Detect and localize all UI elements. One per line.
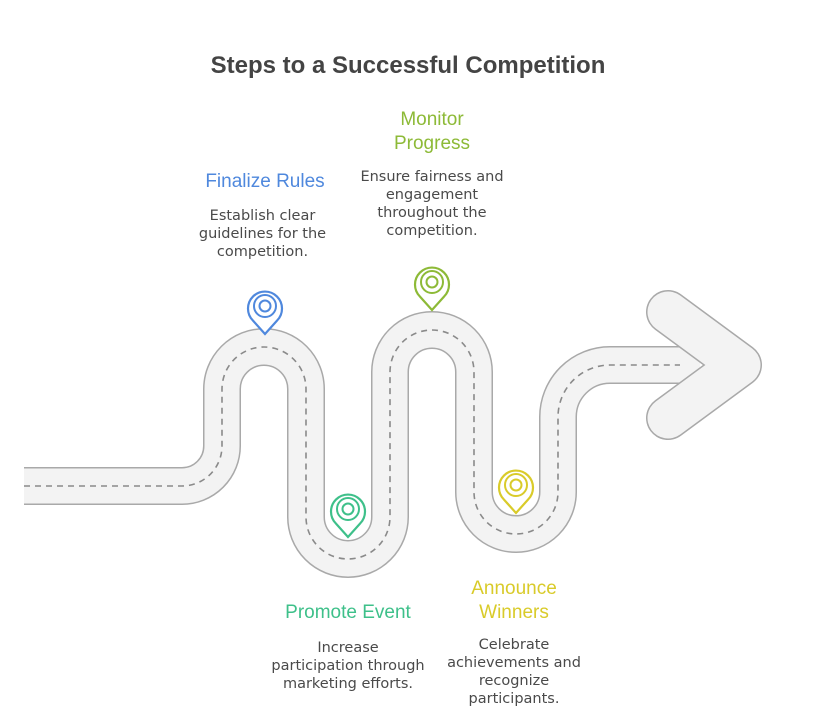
- location-pin-icon: [329, 493, 367, 539]
- step-description-finalize-rules: Establish clear guidelines for the compe…: [198, 208, 327, 260]
- step-title-finalize-rules: Finalize Rules: [205, 171, 325, 192]
- location-pin-icon: [246, 290, 284, 336]
- arrow-head-surface: [647, 291, 761, 439]
- location-pin-icon: [413, 266, 451, 312]
- step-title-announce-winners: Announce Winners: [471, 578, 557, 623]
- road-surface: [24, 312, 700, 577]
- road-lane-dashes: [24, 329, 680, 560]
- step-description-monitor-progress: Ensure fairness and engagement throughou…: [360, 169, 504, 239]
- location-pin-icon: [497, 469, 535, 515]
- step-title-monitor-progress: Monitor Progress: [393, 109, 471, 154]
- step-description-announce-winners: Celebrate achievements and recognize par…: [447, 637, 581, 707]
- step-title-promote-event: Promote Event: [285, 602, 411, 623]
- road: [24, 290, 762, 578]
- step-description-promote-event: Increase participation through marketing…: [271, 640, 425, 692]
- diagram-title: Steps to a Successful Competition: [210, 52, 606, 79]
